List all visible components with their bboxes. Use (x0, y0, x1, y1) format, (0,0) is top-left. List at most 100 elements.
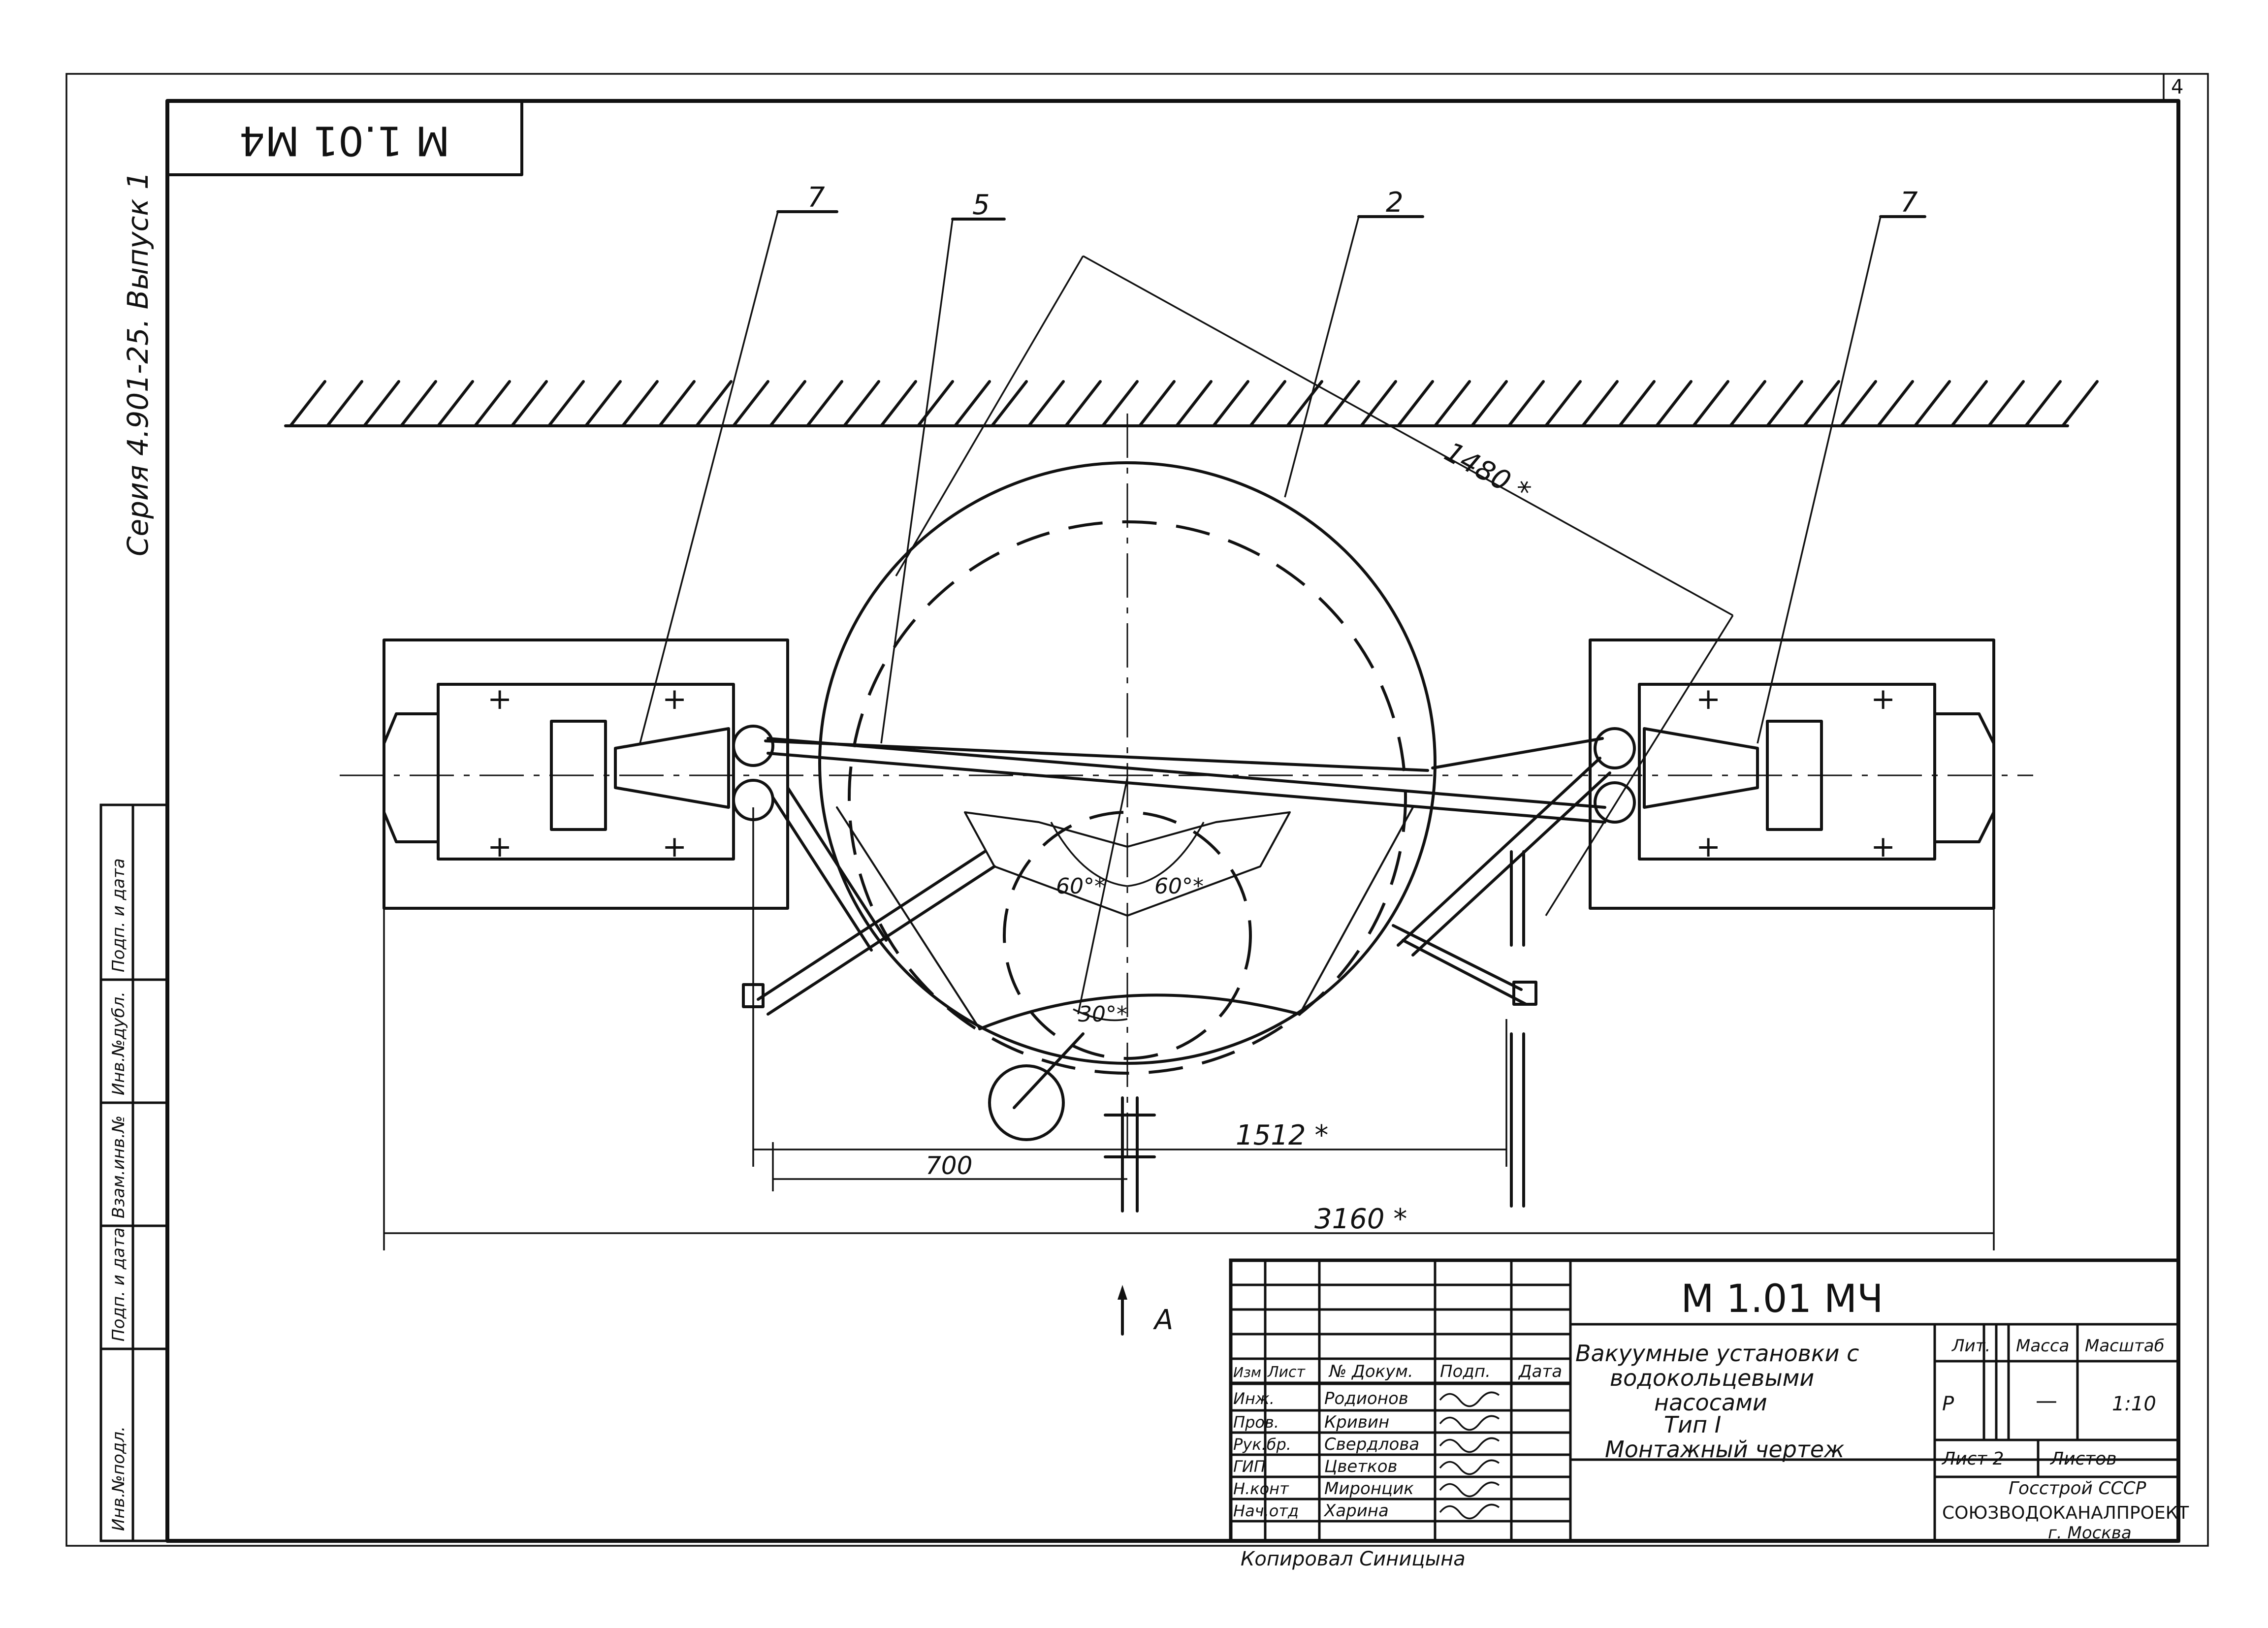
hatch-stroke (474, 380, 511, 427)
sheet-number: 4 (2171, 76, 2183, 98)
signature-role: Нач.отд (1233, 1501, 1299, 1520)
hatch-stroke (1138, 380, 1176, 427)
right-pump-unit: + + + + (1589, 638, 1995, 910)
signature-role: Пров. (1233, 1413, 1279, 1432)
hatch-stroke (732, 380, 769, 427)
side-stamp-0: Инв.№подл. (109, 1426, 128, 1531)
header-doc: № Докум. (1328, 1362, 1413, 1381)
header-sign: Подп. (1440, 1362, 1491, 1381)
hatch-stroke (1101, 380, 1139, 427)
org-line1: Госстрой СССР (2009, 1478, 2146, 1499)
dim-1480-label: 1480 * (1439, 436, 1535, 509)
signature-role: Рук.бр. (1233, 1435, 1291, 1454)
support-braces (742, 757, 1611, 1016)
dim-1480 (895, 255, 1734, 916)
side-stamp-4: Подп. и дата (109, 858, 128, 972)
header-date: Дата (1518, 1362, 1562, 1381)
signature-name: Кривин (1324, 1412, 1389, 1432)
hatch-stroke (547, 380, 585, 427)
svg-text:+: + (1871, 830, 1895, 864)
side-cut-right (1299, 806, 1414, 1015)
callout-1: 5 (972, 189, 990, 221)
hatch-stroke (1027, 380, 1065, 427)
svg-text:+: + (1696, 682, 1721, 716)
side-cut-left (836, 806, 981, 1030)
hatch-stroke (400, 380, 437, 427)
signature-scribble (1439, 1481, 1500, 1498)
signature-role: ГИП (1233, 1457, 1266, 1476)
hatch-stroke (1766, 380, 1803, 427)
hatch-stroke (1840, 380, 1877, 427)
signature-name: Харина (1323, 1501, 1389, 1521)
mass-header: Масса (2016, 1336, 2069, 1356)
signature-name: Миронцик (1324, 1479, 1414, 1499)
hatch-stroke (363, 380, 400, 427)
signature-scribble (1439, 1415, 1500, 1431)
signature-name: Цветков (1324, 1457, 1398, 1476)
svg-text:+: + (662, 682, 687, 716)
callout-3: 7 (1900, 187, 1918, 219)
hatch-stroke (1064, 380, 1102, 427)
hatch-stroke (1803, 380, 1840, 427)
hatch-stroke (1581, 380, 1619, 427)
signature-scribble (1439, 1503, 1500, 1520)
angle-right: 60°* (1154, 874, 1204, 899)
signature-role: Инж. (1233, 1389, 1275, 1408)
svg-text:+: + (662, 830, 687, 864)
hatch-stroke (437, 380, 474, 427)
org-line3: г. Москва (2048, 1523, 2132, 1543)
outlet-pipe (988, 1032, 1156, 1213)
wall-hatching (284, 380, 2099, 427)
copied-by: Копировал Синицына (1241, 1548, 1466, 1570)
sheets-label: Листов (2049, 1449, 2116, 1469)
doc-code: М 1.01 МЧ (1681, 1277, 1883, 1321)
hatch-stroke (806, 380, 843, 427)
svg-text:+: + (1696, 830, 1721, 864)
hatch-stroke (1618, 380, 1656, 427)
lower-cut (978, 993, 1301, 1030)
scale-header: Масштаб (2085, 1336, 2165, 1356)
hatch-stroke (1397, 380, 1434, 427)
hatch-stroke (289, 380, 326, 427)
sheet-label: Лист 2 (1941, 1449, 2004, 1469)
hatch-stroke (1175, 380, 1213, 427)
connecting-pipes (764, 737, 1606, 824)
hatch-stroke (1914, 380, 1951, 427)
stamp-box (166, 99, 523, 176)
header-list: Лист (1267, 1364, 1306, 1381)
hatch-stroke (658, 380, 696, 427)
svg-text:+: + (1871, 682, 1895, 716)
signature-scribble (1439, 1459, 1500, 1475)
hatch-stroke (326, 380, 363, 427)
left-pump-unit: + + + + (383, 638, 789, 910)
title-line-4: Монтажный чертеж (1605, 1436, 1845, 1463)
dim-3160: 3160 * (1314, 1203, 1407, 1235)
right-floor-pipe (1510, 850, 1525, 1208)
hatch-stroke (1360, 380, 1397, 427)
callout-leaders (639, 210, 1926, 744)
svg-text:+: + (487, 682, 512, 716)
callout-2: 2 (1386, 187, 1404, 219)
org-line2: СОЮЗВОДОКАНАЛПРОЕКТ (1942, 1503, 2189, 1523)
hatch-stroke (880, 380, 917, 427)
signature-name: Родионов (1324, 1389, 1408, 1408)
hatch-stroke (1286, 380, 1323, 427)
signature-name: Свердлова (1324, 1435, 1419, 1454)
side-stamp-3: Инв.№дубл. (109, 991, 128, 1095)
hatch-stroke (1507, 380, 1545, 427)
series-text: Серия 4.901-25. Выпуск 1 (121, 171, 155, 556)
angle-left: 60°* (1056, 874, 1105, 899)
hatch-stroke (2024, 380, 2062, 427)
title-line-0: Вакуумные установки с (1575, 1340, 1859, 1367)
hatch-stroke (1249, 380, 1286, 427)
hatch-stroke (954, 380, 991, 427)
outer-border (65, 73, 2209, 1547)
flange-cut (964, 811, 1291, 917)
scale-value: 1:10 (2112, 1393, 2156, 1415)
lit-value: Р (1942, 1393, 1954, 1415)
hatch-stroke (769, 380, 806, 427)
callout-0: 7 (807, 182, 825, 214)
mass-value: — (2036, 1388, 2057, 1413)
view-marker-label: А (1153, 1304, 1173, 1336)
